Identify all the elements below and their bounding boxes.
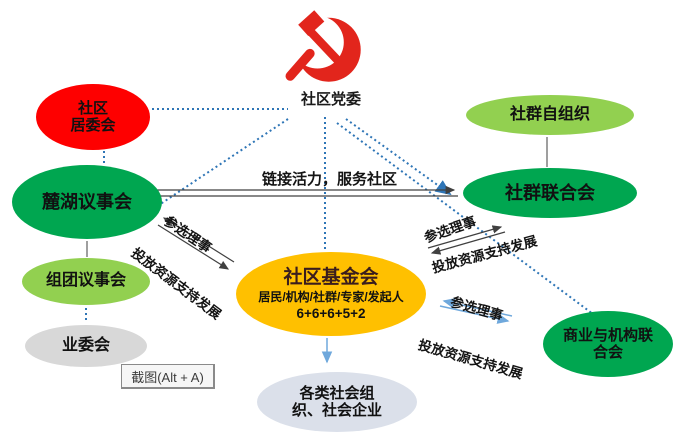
- node-label: 社群联合会: [505, 182, 595, 203]
- node-self-org: 社群自组织: [466, 95, 634, 135]
- edge-label-link-vitality: 链接活力，服务社区: [262, 171, 398, 188]
- node-foundation: 社区基金会 居民/机构/社群/专家/发起人 6+6+6+5+2: [236, 252, 426, 336]
- node-luhu-council: 麓湖议事会: [12, 165, 162, 239]
- node-label: 商业与机构联: [562, 326, 653, 344]
- node-label: 各类社会组: [299, 384, 375, 402]
- edge-luhu-foundation-up: [162, 217, 235, 263]
- edge-party-business: [336, 122, 598, 318]
- edge-foundation-business-down: [439, 305, 510, 324]
- edge-luhu-foundation-down: [157, 224, 230, 270]
- node-label: 居委会: [70, 117, 116, 134]
- foundation-numbers: 6+6+6+5+2: [296, 305, 366, 321]
- edge-foundation-business-up: [442, 298, 513, 317]
- node-label: 组团议事会: [45, 272, 126, 290]
- foundation-subtitle: 居民/机构/社群/专家/发起人: [258, 289, 404, 304]
- node-label: 社区: [77, 99, 108, 117]
- node-label: 合会: [592, 344, 623, 361]
- edge-foundation-federation-up: [427, 225, 503, 249]
- foundation-title: 社区基金会: [283, 266, 379, 288]
- edge-foundation-federation-down: [430, 231, 506, 255]
- node-residents-committee: 社区 居委会: [36, 84, 150, 150]
- node-label: 业委会: [61, 336, 110, 354]
- edge-party-federation: [345, 118, 452, 196]
- node-community-federation: 社群联合会: [463, 168, 637, 218]
- party-committee-label: 社区党委: [300, 91, 361, 108]
- node-owners-committee: 业委会: [25, 325, 147, 367]
- screenshot-button[interactable]: 截图(Alt + A): [121, 364, 215, 389]
- party-emblem-icon: [285, 10, 361, 82]
- screenshot-button-label: 截图(Alt + A): [131, 369, 204, 385]
- node-social-orgs: 各类社会组 织、社会企业: [257, 372, 417, 432]
- node-label: 麓湖议事会: [42, 191, 132, 212]
- node-business-federation: 商业与机构联 合会: [543, 311, 673, 377]
- node-label: 织、社会企业: [291, 402, 382, 419]
- edge-party-luhu: [155, 118, 289, 208]
- node-label: 社群自组织: [509, 105, 590, 123]
- node-group-council: 组团议事会: [22, 258, 150, 305]
